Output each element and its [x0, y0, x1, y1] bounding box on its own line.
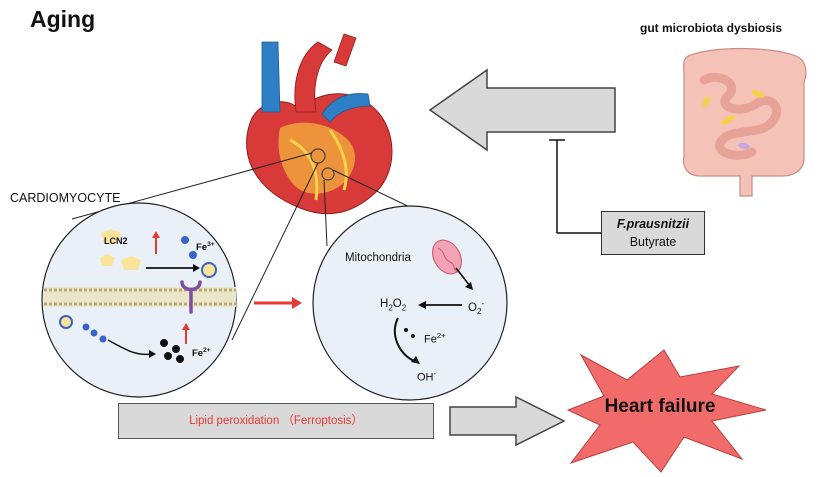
mitochondria-panel — [312, 205, 508, 401]
lcn2-protein-3 — [100, 254, 115, 266]
h2o2-label: H2O2 — [380, 298, 406, 312]
o2-o: O — [468, 301, 477, 314]
fe2-symbol-left: Fe — [192, 348, 204, 360]
microbe-3 — [738, 142, 750, 150]
colon — [683, 47, 807, 197]
uptake-arrowhead — [193, 264, 200, 272]
red-link-arrowhead — [292, 297, 302, 309]
iron-dot-1 — [181, 236, 189, 244]
gut-to-heart-arrow — [428, 68, 616, 152]
conversion-arrow — [107, 339, 153, 356]
up-arrowhead-fe2 — [182, 323, 190, 330]
metabolite-name: Butyrate — [629, 235, 677, 249]
lipid-bilayer — [44, 287, 236, 307]
heart-failure-label: Heart failure — [604, 396, 716, 417]
vena-cava-vessel — [261, 41, 281, 113]
fe2-charge-right: 2+ — [436, 331, 446, 340]
small-intestine — [699, 72, 781, 160]
fe2-symbol-right: Fe — [424, 333, 437, 346]
oh-charge: - — [433, 369, 437, 378]
lcn2-iron-complex — [201, 262, 217, 278]
mitochondrion-cristae — [437, 247, 459, 273]
to-outcome-arrow — [449, 395, 566, 447]
microbe-4 — [702, 96, 710, 108]
fe-dot-1 — [404, 328, 408, 332]
fe3-charge: 3+ — [207, 241, 215, 248]
superoxide-label: O2- — [468, 299, 484, 316]
bacteria-name: F.prausnitzii — [616, 217, 690, 231]
cell-label: CARDIOMYOCYTE — [10, 191, 121, 205]
hydroxyl-label: OH- — [417, 369, 436, 384]
pulmonary-vessel — [321, 93, 371, 123]
fe3-label: Fe3+ — [196, 241, 215, 253]
fenton-arrow — [393, 317, 417, 363]
coronary-vessel — [289, 129, 348, 201]
fe2-charge-left: 2+ — [203, 347, 211, 354]
inhibition-line — [549, 139, 601, 234]
fe-dot-2 — [411, 334, 415, 338]
fenton-arrowhead — [411, 356, 420, 364]
gut-illustration — [683, 47, 807, 197]
h2o2-sub1: 2 — [388, 303, 393, 313]
bacteria-box: F.prausnitzii Butyrate — [601, 211, 705, 255]
fe3-symbol: Fe — [196, 242, 208, 254]
membrane-panel — [41, 202, 237, 398]
h2o2-o: O — [392, 298, 402, 310]
lcn2-protein-1 — [101, 229, 121, 243]
o2-to-h2o2-arrowhead — [418, 301, 426, 309]
mitochondria-label: Mitochondria — [345, 252, 411, 264]
microbe-2 — [751, 90, 765, 98]
iron-dot-3 — [82, 323, 90, 331]
iron-dot-4 — [90, 329, 98, 337]
o2-sub: 2 — [476, 307, 482, 317]
fe2-dot-2 — [172, 345, 180, 353]
oh-symbol: OH — [417, 371, 434, 384]
o2-sup: - — [481, 299, 485, 308]
up-arrowhead-lcn2 — [152, 231, 160, 238]
fe2-dot-4 — [176, 355, 184, 363]
h2o2-h: H — [380, 298, 389, 310]
lcn2-label: LCN2 — [104, 236, 128, 246]
heart-zoom-marker-2 — [321, 167, 335, 181]
fe2-dot-1 — [160, 339, 168, 347]
mito-to-o2-arrow — [455, 267, 471, 287]
iron-dot-5 — [99, 335, 107, 343]
lcn2-protein-2 — [121, 256, 141, 270]
gut-label: gut microbiota dysbiosis — [640, 21, 783, 35]
heart-failure-burst — [566, 349, 767, 473]
lcn2-complex-inside — [59, 315, 73, 329]
iron-dot-2 — [189, 251, 197, 259]
receptor-protein — [180, 280, 202, 314]
mito-to-o2-arrowhead — [465, 282, 473, 290]
page-title: Aging — [30, 6, 96, 32]
heart-illustration — [246, 33, 393, 215]
aorta-vessel — [294, 41, 333, 113]
branch-vessel — [333, 33, 357, 67]
fe2-dot-3 — [164, 352, 172, 360]
fe2-label-left: Fe2+ — [192, 347, 211, 359]
lipid-peroxidation-box: Lipid peroxidation （Ferroptosis） — [118, 403, 434, 439]
fe2-label-right: Fe2+ — [424, 331, 446, 346]
microbe-1 — [720, 115, 736, 125]
h2o2-sub2: 2 — [401, 303, 407, 313]
conversion-arrowhead — [149, 350, 156, 358]
